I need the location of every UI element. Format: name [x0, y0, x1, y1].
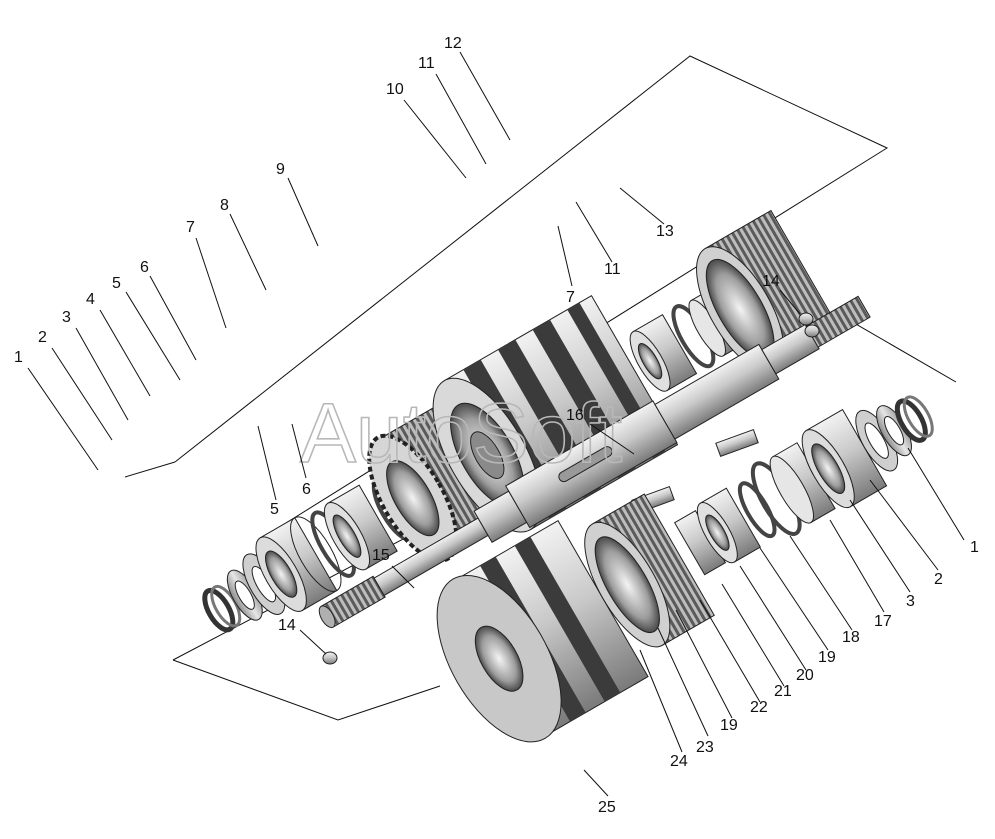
- lower-assembly: [436, 395, 934, 743]
- callout-12: 12: [444, 35, 462, 52]
- callout-2: 2: [38, 329, 47, 346]
- callout-19: 19: [818, 649, 836, 666]
- part-3-lock-plate-lower: [855, 409, 899, 472]
- callout-4: 4: [86, 291, 95, 308]
- part-14-plug-lower: [322, 651, 338, 665]
- callout-1b: 1: [970, 539, 979, 556]
- part-19-bearing: [696, 487, 762, 564]
- callout-7b: 7: [566, 289, 575, 306]
- callout-23: 23: [696, 739, 714, 756]
- part-10-bearing: [629, 314, 698, 392]
- callout-7: 7: [186, 219, 195, 236]
- callout-20: 20: [796, 667, 814, 684]
- callout-3: 3: [62, 309, 71, 326]
- part-14-plug-upper: [798, 312, 820, 338]
- part-6-bearing: [323, 484, 398, 571]
- callout-15: 15: [372, 547, 390, 564]
- part-25-clutch-drum: [436, 520, 649, 743]
- callout-6b: 6: [302, 481, 311, 498]
- part-16-key-upper: [715, 428, 759, 458]
- callout-10: 10: [386, 81, 404, 98]
- callout-11b: 11: [604, 261, 621, 278]
- callout-18: 18: [842, 629, 860, 646]
- callout-13: 13: [656, 223, 674, 240]
- leader-lines: [27, 51, 965, 797]
- part-24-ring-gear: [584, 493, 715, 648]
- part-4-bearing: [255, 516, 342, 612]
- part-8-gear: [367, 403, 509, 563]
- callout-labels: 1 2 3 4 5 6 7 8 9 10 11 12 13 11 7 6 5 1…: [14, 35, 979, 816]
- callout-21: 21: [774, 683, 792, 700]
- callout-5b: 5: [270, 501, 279, 518]
- callout-25: 25: [598, 799, 616, 816]
- callout-6: 6: [140, 259, 149, 276]
- part-2-washer: [226, 569, 263, 621]
- callout-22: 22: [750, 699, 768, 716]
- callout-1: 1: [14, 349, 23, 366]
- watermark: AutoSoft: [300, 386, 622, 480]
- callout-3b: 3: [906, 593, 915, 610]
- callout-9: 9: [276, 161, 285, 178]
- callout-24: 24: [670, 753, 688, 770]
- callout-11: 11: [418, 55, 435, 72]
- callout-5: 5: [112, 275, 121, 292]
- callout-14: 14: [762, 273, 780, 290]
- callout-14b: 14: [278, 617, 296, 634]
- callout-19b: 19: [720, 717, 738, 734]
- callout-8: 8: [220, 197, 229, 214]
- callout-17: 17: [874, 613, 892, 630]
- part-1-snap-ring-lower: [894, 395, 934, 443]
- callout-2b: 2: [934, 571, 943, 588]
- callout-16: 16: [566, 407, 584, 424]
